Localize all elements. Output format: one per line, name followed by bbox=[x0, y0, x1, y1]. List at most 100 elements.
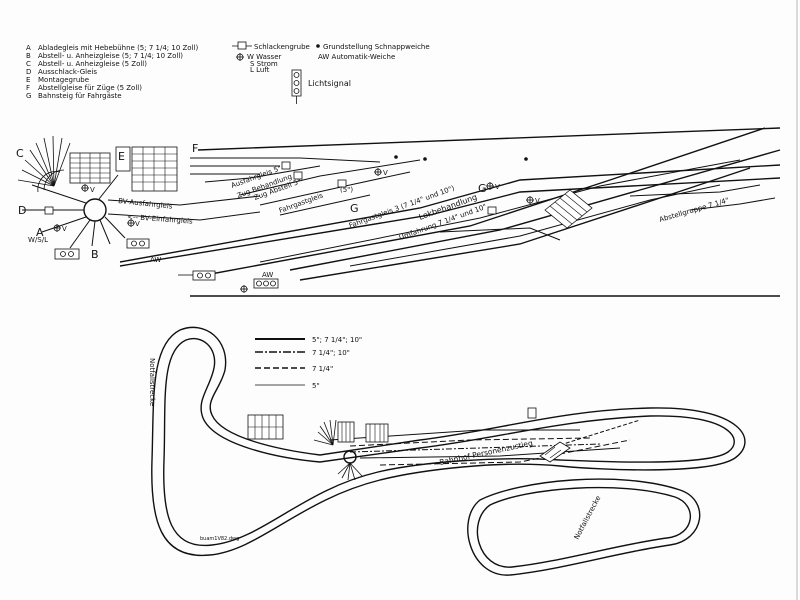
water-tap-yard-1 bbox=[81, 184, 89, 192]
yard-top-line bbox=[197, 127, 781, 151]
signal-box-1 bbox=[126, 238, 150, 249]
legend-line-1-text: 5"; 7 1/4"; 10" bbox=[312, 336, 362, 344]
station-track-6 bbox=[559, 419, 641, 446]
label-a: A bbox=[36, 226, 44, 239]
grundstellung-dot-icon bbox=[316, 44, 320, 48]
label-fahrgast-5: Fahrgastgleis bbox=[278, 191, 325, 214]
legend-schlackengrube: Schlackengrube bbox=[254, 43, 310, 51]
legend-text-d: Ausschlack-Gleis bbox=[38, 68, 97, 76]
label-v-3: V bbox=[62, 225, 67, 233]
legend-lichtsignal: Lichtsignal bbox=[308, 79, 351, 88]
legend-line-2-text: 7 1/4"; 10" bbox=[312, 349, 350, 357]
shed-large-left bbox=[69, 152, 111, 184]
label-v-1: V bbox=[90, 186, 95, 194]
main-track-3 bbox=[199, 127, 766, 277]
loop-small-box bbox=[527, 407, 537, 419]
label-abstellgruppe: Abstellgruppe 7 1/4" bbox=[658, 196, 730, 224]
legend: A Abladegleis mit Hebebühne (5; 7 1/4; 1… bbox=[26, 41, 430, 104]
switch-dot-2 bbox=[423, 157, 427, 161]
legend-key-e: E bbox=[26, 76, 30, 84]
water-tap-yard-6 bbox=[526, 196, 534, 204]
legend-text-e: Montagegrube bbox=[38, 76, 89, 84]
umfahrung-track bbox=[439, 227, 561, 241]
legend-wasser: W Wasser bbox=[247, 53, 282, 61]
ausfahr-track bbox=[239, 159, 421, 196]
legend-line-4-text: 5" bbox=[312, 382, 320, 390]
switch-dot-3 bbox=[524, 157, 528, 161]
label-bv-aus: BV-Ausfahrgleis bbox=[118, 197, 173, 211]
legend-key-c: C bbox=[26, 60, 31, 68]
label-f: F bbox=[192, 142, 198, 155]
loop-shed-mid bbox=[337, 421, 389, 443]
water-tap-yard-7 bbox=[240, 285, 248, 293]
station-track-4 bbox=[359, 447, 621, 459]
label-wsl: W/S/L bbox=[28, 236, 48, 244]
legend-luft: L Luft bbox=[250, 66, 270, 74]
label-c: C bbox=[16, 147, 24, 160]
abstell-track-2 bbox=[689, 197, 776, 211]
upper-yard: C D A B E F G G W/S/L AW AW V V V V V V … bbox=[16, 127, 781, 297]
zug-abstell-track bbox=[259, 171, 411, 206]
legend-key-b: B bbox=[26, 52, 31, 60]
main-track-6 bbox=[299, 167, 751, 281]
signal-box-2 bbox=[54, 248, 80, 260]
label-v-5: V bbox=[495, 183, 500, 191]
signal-box-3 bbox=[178, 270, 216, 281]
station-track-5 bbox=[379, 439, 631, 466]
legend-line-3-text: 7 1/4" bbox=[312, 365, 333, 373]
schlackengrube-symbol bbox=[232, 41, 252, 50]
small-loop-outer bbox=[467, 478, 701, 576]
fahrgast-track bbox=[279, 194, 371, 216]
loop-shed-left bbox=[247, 414, 284, 440]
legend-text-b: Abstell- u. Anheizgleise (5; 7 1/4; 10 Z… bbox=[38, 52, 183, 60]
water-tap-yard-5 bbox=[486, 182, 494, 190]
switch-dot-1 bbox=[394, 155, 398, 159]
f-track-1 bbox=[190, 157, 381, 163]
main-track-2 bbox=[119, 177, 781, 267]
legend-strom: S Strom bbox=[250, 60, 278, 68]
loop-platform bbox=[539, 441, 571, 463]
label-notfall-1: Notfallstrecke bbox=[148, 358, 156, 406]
pit-4 bbox=[337, 179, 347, 188]
label-g2: G bbox=[478, 182, 487, 195]
e-building bbox=[115, 146, 131, 172]
label-file: buam1V82.dwg bbox=[200, 536, 239, 542]
label-v-4: V bbox=[383, 169, 388, 177]
legend-text-g: Bahnsteig für Fahrgäste bbox=[38, 92, 122, 100]
pit-d bbox=[44, 206, 54, 215]
legend-text-a: Abladegleis mit Hebebühne (5; 7 1/4; 10 … bbox=[38, 44, 198, 52]
label-b: B bbox=[91, 248, 99, 261]
legend-text-f: Abstellgleise für Züge (5 Zoll) bbox=[38, 84, 142, 92]
legend-text-c: Abstell- u. Anheizgleise (5 Zoll) bbox=[38, 60, 147, 68]
shed-right bbox=[544, 189, 593, 229]
water-tap-yard-3 bbox=[53, 224, 61, 232]
pit-3 bbox=[487, 206, 497, 215]
abstell-track bbox=[629, 184, 761, 197]
water-tap-yard-2 bbox=[127, 219, 135, 227]
legend-key-a: A bbox=[26, 44, 31, 52]
shed-e bbox=[131, 146, 178, 192]
loop-roundhouse-fan bbox=[313, 419, 337, 446]
pit-2 bbox=[293, 171, 303, 180]
station-track-2 bbox=[349, 437, 591, 447]
legend-key-g: G bbox=[26, 92, 31, 100]
roundhouse-fan bbox=[17, 135, 71, 193]
pit-1 bbox=[281, 161, 291, 170]
main-track-5 bbox=[259, 159, 741, 263]
track-type-legend: 5"; 7 1/4"; 10" 7 1/4"; 10" 7 1/4" 5" bbox=[255, 336, 362, 390]
label-v-2: V bbox=[135, 220, 140, 228]
legend-automatik: AW Automatik-Weiche bbox=[318, 53, 395, 61]
turntable-circle bbox=[83, 198, 107, 222]
label-v-6: V bbox=[535, 197, 540, 205]
label-aw-2: AW bbox=[262, 271, 273, 279]
water-tap-icon bbox=[236, 53, 244, 61]
label-e: E bbox=[118, 150, 125, 163]
label-notfall-2: Notfallstrecke bbox=[573, 495, 603, 541]
legend-key-f: F bbox=[26, 84, 30, 92]
main-track-1 bbox=[119, 164, 781, 263]
label-g: G bbox=[350, 202, 359, 215]
loop-layout: Notfallstrecke Notfallstrecke Bahnhof Pe… bbox=[148, 326, 746, 576]
label-aw-1: AW bbox=[150, 256, 161, 264]
